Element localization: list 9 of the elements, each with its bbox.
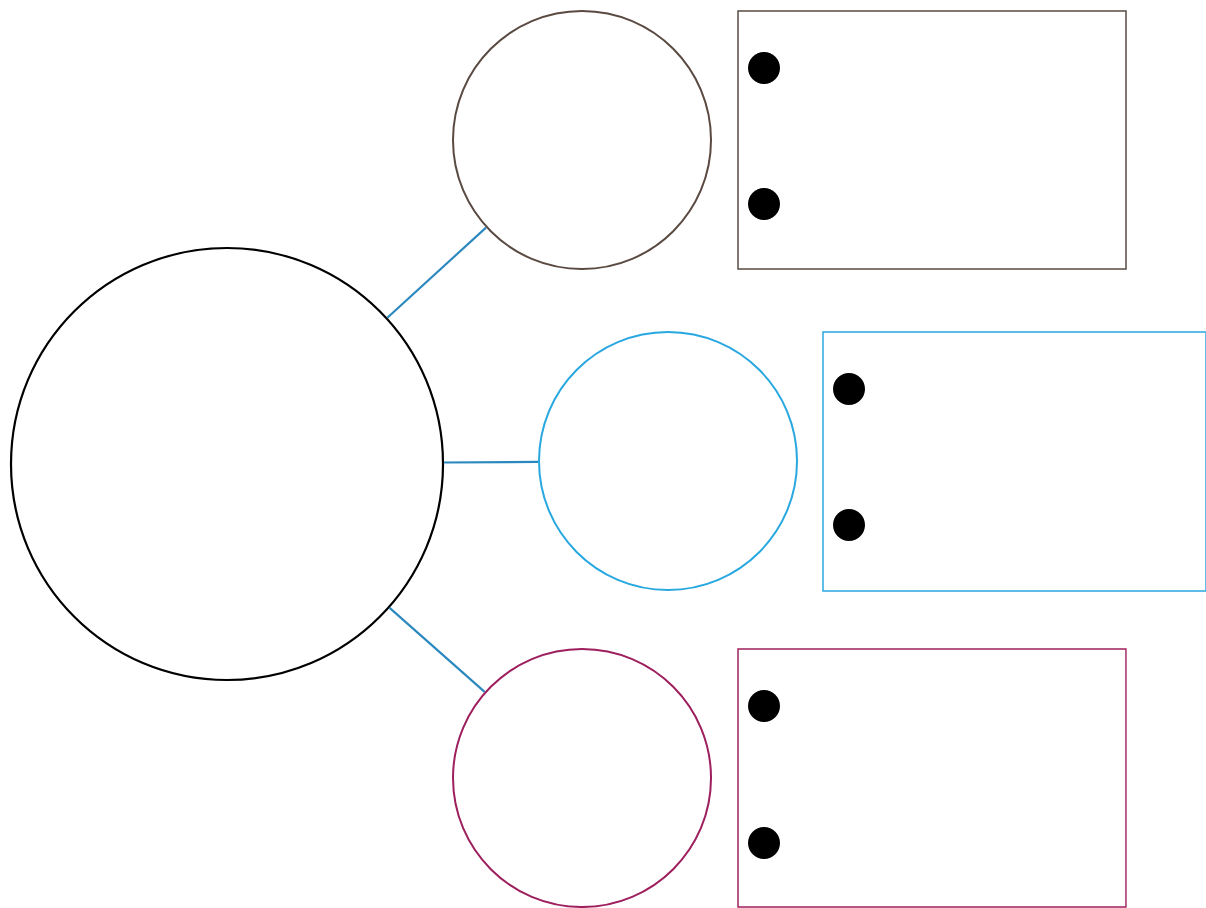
connector-line <box>386 226 487 319</box>
circle <box>452 10 712 270</box>
circle <box>9 246 445 682</box>
connector-line <box>388 607 486 693</box>
bullet-list-box <box>737 10 1127 270</box>
circle <box>538 331 798 591</box>
bullet-list-box <box>737 648 1127 908</box>
connector-line <box>444 460 539 464</box>
circle <box>452 648 712 908</box>
